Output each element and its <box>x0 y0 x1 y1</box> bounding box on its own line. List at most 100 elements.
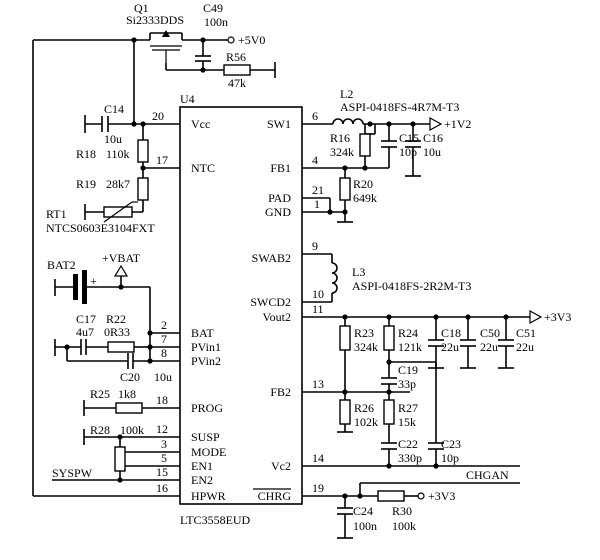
v33-arrow <box>529 309 543 325</box>
r56-ref: R56 <box>226 50 246 64</box>
pin-name-chrg: CHRG <box>258 489 292 503</box>
c23-value: 10p <box>441 451 459 465</box>
pin-name-sw1: SW1 <box>267 117 291 131</box>
q1-value: Si2333DDS <box>126 13 184 27</box>
right-pin-lines <box>302 123 530 497</box>
pin-name-vcc: Vcc <box>191 117 210 131</box>
l3-value: ASPI-0418FS-2R2M-T3 <box>352 279 471 293</box>
c50-value: 22u <box>480 340 498 354</box>
v12-arrow <box>429 116 443 132</box>
net-3v3-pullup: +3V3 <box>428 489 455 503</box>
pin-name-swab2: SWAB2 <box>252 251 291 265</box>
net-1v2: +1V2 <box>444 117 471 131</box>
vbat-net <box>113 264 129 287</box>
c14-ref: C14 <box>104 102 124 116</box>
c17-ref: C17 <box>76 312 96 326</box>
pin-name-en2: EN2 <box>191 473 213 487</box>
r22-ref: R22 <box>106 312 126 326</box>
r28-resistor <box>83 429 126 480</box>
r56-resistor <box>165 62 276 78</box>
l2-inductor <box>332 118 430 125</box>
pin-num-pvin2: 8 <box>161 346 167 360</box>
r27-value: 15k <box>398 415 416 429</box>
c23-capacitor <box>389 361 444 466</box>
r16-resistor <box>359 124 376 168</box>
c22-capacitor <box>381 442 397 466</box>
c20-capacitor <box>64 344 150 369</box>
r20-value: 649k <box>353 191 377 205</box>
r28-value: 100k <box>120 423 144 437</box>
c20-value: 10u <box>154 370 172 384</box>
c18-value: 22u <box>441 340 459 354</box>
r18-value: 110k <box>106 147 130 161</box>
pin-name-prog: PROG <box>191 401 223 415</box>
l2-value: ASPI-0418FS-4R7M-T3 <box>340 100 459 114</box>
pin-name-pvin2: PVin2 <box>191 354 221 368</box>
pin-num-vc2: 14 <box>312 451 324 465</box>
r26-value: 102k <box>354 415 378 429</box>
pin-num-sw1: 6 <box>312 109 318 123</box>
rt1-ref: RT1 <box>46 207 67 221</box>
c20-ref: C20 <box>120 370 140 384</box>
l3-inductor <box>331 254 338 302</box>
c24-ref: C24 <box>353 504 373 518</box>
pin-num-en1: 5 <box>161 451 167 465</box>
c49-capacitor <box>195 40 211 70</box>
pin-name-vout2: Vout2 <box>263 310 291 324</box>
net-vbat: +VBAT <box>102 251 141 265</box>
ic-part: LTC3558EUD <box>180 513 251 527</box>
r16-ref: R16 <box>330 131 350 145</box>
pin-num-en2: 15 <box>156 465 168 479</box>
pin-name-swcd2: SWCD2 <box>250 295 291 309</box>
c18-capacitor <box>428 317 444 369</box>
c16-capacitor <box>405 124 421 177</box>
c14-capacitor <box>84 115 137 133</box>
net-chgan: CHGAN <box>466 468 509 482</box>
pin-num-vcc: 20 <box>152 109 164 123</box>
pin-num-fb2: 13 <box>312 377 324 391</box>
net-syspw: SYSPW <box>52 466 93 480</box>
pin-name-hpwr: HPWR <box>191 489 226 503</box>
pin-num-swcd2: 10 <box>312 287 324 301</box>
pin-num-vout2: 11 <box>312 302 324 316</box>
l3-ref: L3 <box>352 265 365 279</box>
r56-value: 47k <box>228 76 246 90</box>
c49-ref: C49 <box>203 1 223 15</box>
r18-ref: R18 <box>76 147 96 161</box>
bat2-plus: + <box>90 274 97 288</box>
c22-value: 330p <box>398 451 422 465</box>
pin-num-bat: 2 <box>161 318 167 332</box>
c51-capacitor <box>498 317 514 369</box>
r27-resistor <box>383 392 395 443</box>
pin-name-pad: PAD <box>268 191 291 205</box>
c50-capacitor <box>460 317 476 369</box>
c19-ref: C19 <box>398 363 418 377</box>
pin-num-ntc: 17 <box>156 153 168 167</box>
c18-ref: C18 <box>441 326 461 340</box>
r22-value: 0R33 <box>104 325 130 339</box>
r24-value: 121k <box>398 340 422 354</box>
pin-num-gnd: 1 <box>314 197 320 211</box>
r28-ref: R28 <box>90 423 110 437</box>
c17-value: 4u7 <box>76 325 94 339</box>
left-pin-lines <box>33 123 180 497</box>
r25-value: 1k8 <box>118 387 136 401</box>
pin-name-fb1: FB1 <box>270 161 291 175</box>
q1-ref: Q1 <box>134 1 149 15</box>
pin-num-swab2: 9 <box>312 239 318 253</box>
ic-body <box>179 106 303 505</box>
net-3v3: +3V3 <box>544 310 571 324</box>
pin-name-pvin1: PVin1 <box>191 340 221 354</box>
c24-value: 100n <box>353 519 377 533</box>
c49-value: 100n <box>204 15 228 29</box>
r24-ref: R24 <box>398 326 418 340</box>
c16-ref: C16 <box>423 131 443 145</box>
r23-resistor <box>339 317 351 392</box>
r25-resistor <box>83 400 143 416</box>
r20-ref: R20 <box>353 177 373 191</box>
bat2-ref: BAT2 <box>47 258 76 272</box>
pin-name-bat: BAT <box>191 326 214 340</box>
r16-value: 324k <box>330 145 354 159</box>
pin-name-susp: SUSP <box>191 430 220 444</box>
